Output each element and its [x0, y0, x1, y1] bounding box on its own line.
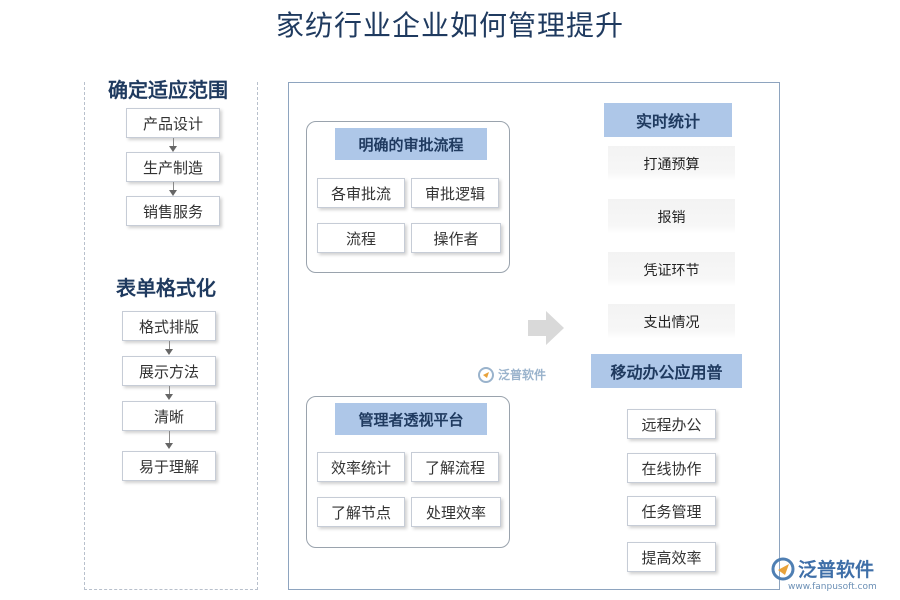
- stats-item-expenditure[interactable]: 支出情况: [608, 304, 735, 339]
- mobile-item-raise-efficiency[interactable]: 提高效率: [627, 542, 716, 572]
- stats-item-reimbursement[interactable]: 报销: [608, 199, 735, 234]
- mobile-item-task-mgmt[interactable]: 任务管理: [627, 496, 716, 526]
- brand-name: 泛普软件: [798, 559, 875, 581]
- arrow-down-icon: [169, 146, 177, 152]
- mobile-item-online-collab[interactable]: 在线协作: [627, 453, 716, 483]
- scope-item-sales-service[interactable]: 销售服务: [126, 196, 220, 226]
- approval-item-logic[interactable]: 审批逻辑: [411, 178, 499, 208]
- section-heading-form: 表单格式化: [112, 272, 220, 301]
- manager-item-processing-efficiency[interactable]: 处理效率: [411, 497, 501, 527]
- stats-item-voucher[interactable]: 凭证环节: [608, 252, 735, 287]
- arrow-connector: [169, 431, 170, 445]
- arrow-down-icon: [165, 394, 173, 400]
- main-frame: [288, 82, 780, 590]
- page-title: 家纺行业企业如何管理提升: [275, 9, 624, 42]
- manager-item-know-nodes[interactable]: 了解节点: [317, 497, 405, 527]
- stats-heading: 实时统计: [604, 103, 732, 137]
- left-panel: [84, 82, 258, 590]
- right-arrow-icon: [528, 311, 564, 345]
- approval-item-process[interactable]: 流程: [317, 223, 405, 253]
- manager-item-know-process[interactable]: 了解流程: [411, 452, 499, 482]
- brand-url: www.fanpusoft.com: [788, 582, 877, 592]
- approval-item-each-flow[interactable]: 各审批流: [317, 178, 405, 208]
- arrow-connector: [169, 341, 170, 351]
- form-item-clear[interactable]: 清晰: [122, 401, 216, 431]
- watermark-center: 泛普软件: [478, 366, 546, 383]
- arrow-down-icon: [169, 190, 177, 196]
- group-manager-heading: 管理者透视平台: [335, 403, 487, 435]
- form-item-layout[interactable]: 格式排版: [122, 311, 216, 341]
- fanpu-logo-icon: [478, 366, 494, 383]
- arrow-down-icon: [165, 349, 173, 355]
- approval-item-operator[interactable]: 操作者: [411, 223, 501, 253]
- watermark-corner: 泛普软件 www.fanpusoft.com: [768, 554, 896, 596]
- group-approval-heading: 明确的审批流程: [335, 128, 487, 160]
- watermark-center-text: 泛普软件: [498, 368, 547, 382]
- form-item-display-method[interactable]: 展示方法: [122, 356, 216, 386]
- mobile-heading: 移动办公应用普: [591, 354, 742, 388]
- arrow-connector: [169, 386, 170, 396]
- mobile-item-remote-office[interactable]: 远程办公: [627, 409, 716, 439]
- arrow-down-icon: [165, 443, 173, 449]
- manager-item-efficiency-stats[interactable]: 效率统计: [317, 452, 405, 482]
- arrow-connector: [173, 138, 174, 148]
- form-item-easy-understand[interactable]: 易于理解: [122, 451, 216, 481]
- stats-item-budget[interactable]: 打通预算: [608, 146, 735, 181]
- section-heading-scope: 确定适应范围: [104, 74, 232, 103]
- scope-item-manufacturing[interactable]: 生产制造: [126, 152, 220, 182]
- arrow-connector: [173, 182, 174, 192]
- fanpu-brand-logo-icon: [771, 557, 795, 581]
- scope-item-product-design[interactable]: 产品设计: [126, 108, 220, 138]
